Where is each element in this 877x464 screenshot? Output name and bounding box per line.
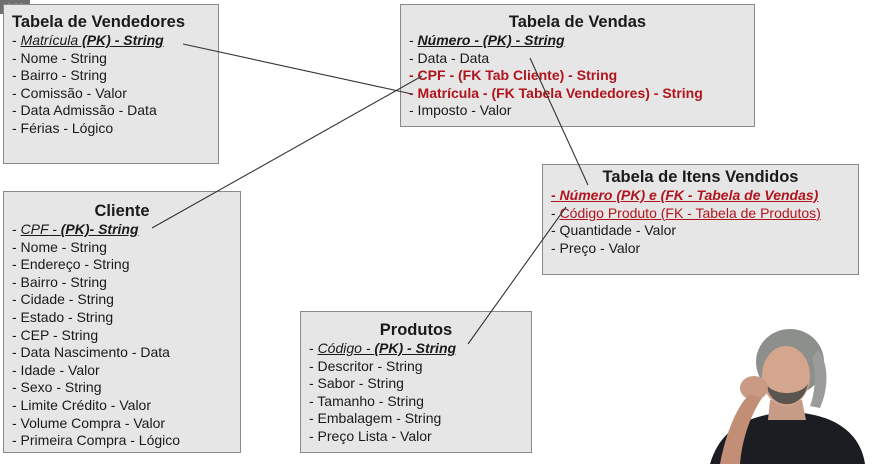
field-row: - Descritor - String — [309, 357, 423, 374]
field-row: - Estado - String — [12, 308, 114, 325]
field-row: - Imposto - Valor — [409, 102, 512, 119]
presenter-neck — [768, 400, 806, 420]
field-row: - Data Nascimento - Data — [12, 344, 170, 361]
field-row: - Embalagem - String — [309, 410, 442, 427]
presenter-hair-side — [810, 350, 827, 408]
field-row: - Data Admissão - Data — [12, 102, 157, 119]
field-row: - Sexo - String — [12, 379, 102, 396]
dash: - — [12, 221, 21, 237]
table-produtos: Produtos - Código - (PK) - String - Desc… — [300, 311, 532, 453]
field-row: - Nome - String — [12, 238, 107, 255]
field-pk-cpf: - CPF - (PK)- String — [4, 221, 240, 239]
field-name: Matrícula — [20, 32, 79, 48]
field-name: CPF — [20, 221, 49, 237]
table-title: Tabela de Vendas — [508, 13, 647, 31]
field-row: - Volume Compra - Valor — [12, 414, 166, 431]
table-title: Tabela de Itens Vendidos — [602, 168, 799, 186]
field-type: (PK)- String — [60, 221, 139, 237]
field-row: - Bairro - String — [12, 273, 107, 290]
field-pk-codigo: - Código - (PK) - String — [301, 340, 531, 358]
field-row: - Quantidade - Valor — [551, 222, 677, 239]
table-vendas: Tabela de Vendas - Número - (PK) - Strin… — [400, 4, 755, 127]
field-sep: - — [361, 340, 375, 356]
table-vendedores: Tabela de Vendedores - Matrícula (PK) - … — [3, 4, 219, 164]
field-row: - Idade - Valor — [12, 361, 100, 378]
presenter-body — [710, 412, 865, 464]
field-row: - Data - Data — [409, 49, 490, 66]
field-fk-codigo-produto: - Código Produto (FK - Tabela de Produto… — [543, 205, 858, 223]
field-row: - Férias - Lógico — [12, 119, 114, 136]
field-type: (PK) - String — [78, 32, 164, 48]
table-title: Cliente — [94, 202, 150, 220]
presenter-arm — [720, 394, 762, 464]
field-fk-cpf: - CPF - (FK Tab Cliente) - String — [409, 67, 618, 84]
field-sep: - — [48, 221, 61, 237]
dash: - — [409, 32, 418, 48]
dash: - — [309, 340, 318, 356]
field-name: Código Produto (FK - Tabela de Produtos) — [559, 204, 821, 221]
dash: - — [12, 32, 21, 48]
field-row: - Preço Lista - Valor — [309, 427, 432, 444]
presenter-hand — [740, 376, 768, 400]
field-row: - Sabor - String — [309, 375, 404, 392]
field-row: - Cidade - String — [12, 291, 114, 308]
table-cliente: Cliente - CPF - (PK)- String - Nome - St… — [3, 191, 241, 453]
table-itens-vendidos: Tabela de Itens Vendidos - Número (PK) e… — [542, 164, 859, 275]
table-title: Produtos — [379, 321, 453, 339]
field-pk-matricula: - Matrícula (PK) - String — [4, 32, 218, 50]
field-pk-fk-numero: - Número (PK) e (FK - Tabela de Vendas) — [551, 187, 819, 203]
field-row: - Limite Crédito - Valor — [12, 396, 152, 413]
field-row: - CEP - String — [12, 326, 99, 343]
field-fk-matricula: - Matrícula - (FK Tabela Vendedores) - S… — [409, 84, 703, 101]
field-pk-numero: - Número - (PK) - String — [401, 32, 754, 50]
field-row: - Bairro - String — [12, 67, 107, 84]
field-row: - Preço - Valor — [551, 239, 641, 256]
field-row: - Endereço - String — [12, 256, 130, 273]
presenter-webcam — [710, 329, 865, 464]
field-name: Número - (PK) - String — [417, 32, 565, 48]
presenter-beard — [766, 384, 808, 405]
table-title: Tabela de Vendedores — [12, 13, 186, 31]
field-name: Código — [317, 340, 362, 356]
dash: - — [551, 204, 560, 221]
field-row: - Primeira Compra - Lógico — [12, 432, 181, 449]
field-row: - Tamanho - String — [309, 392, 424, 409]
field-row: - Comissão - Valor — [12, 84, 127, 101]
field-type: (PK) - String — [374, 340, 457, 356]
field-row: - Nome - String — [12, 49, 107, 66]
